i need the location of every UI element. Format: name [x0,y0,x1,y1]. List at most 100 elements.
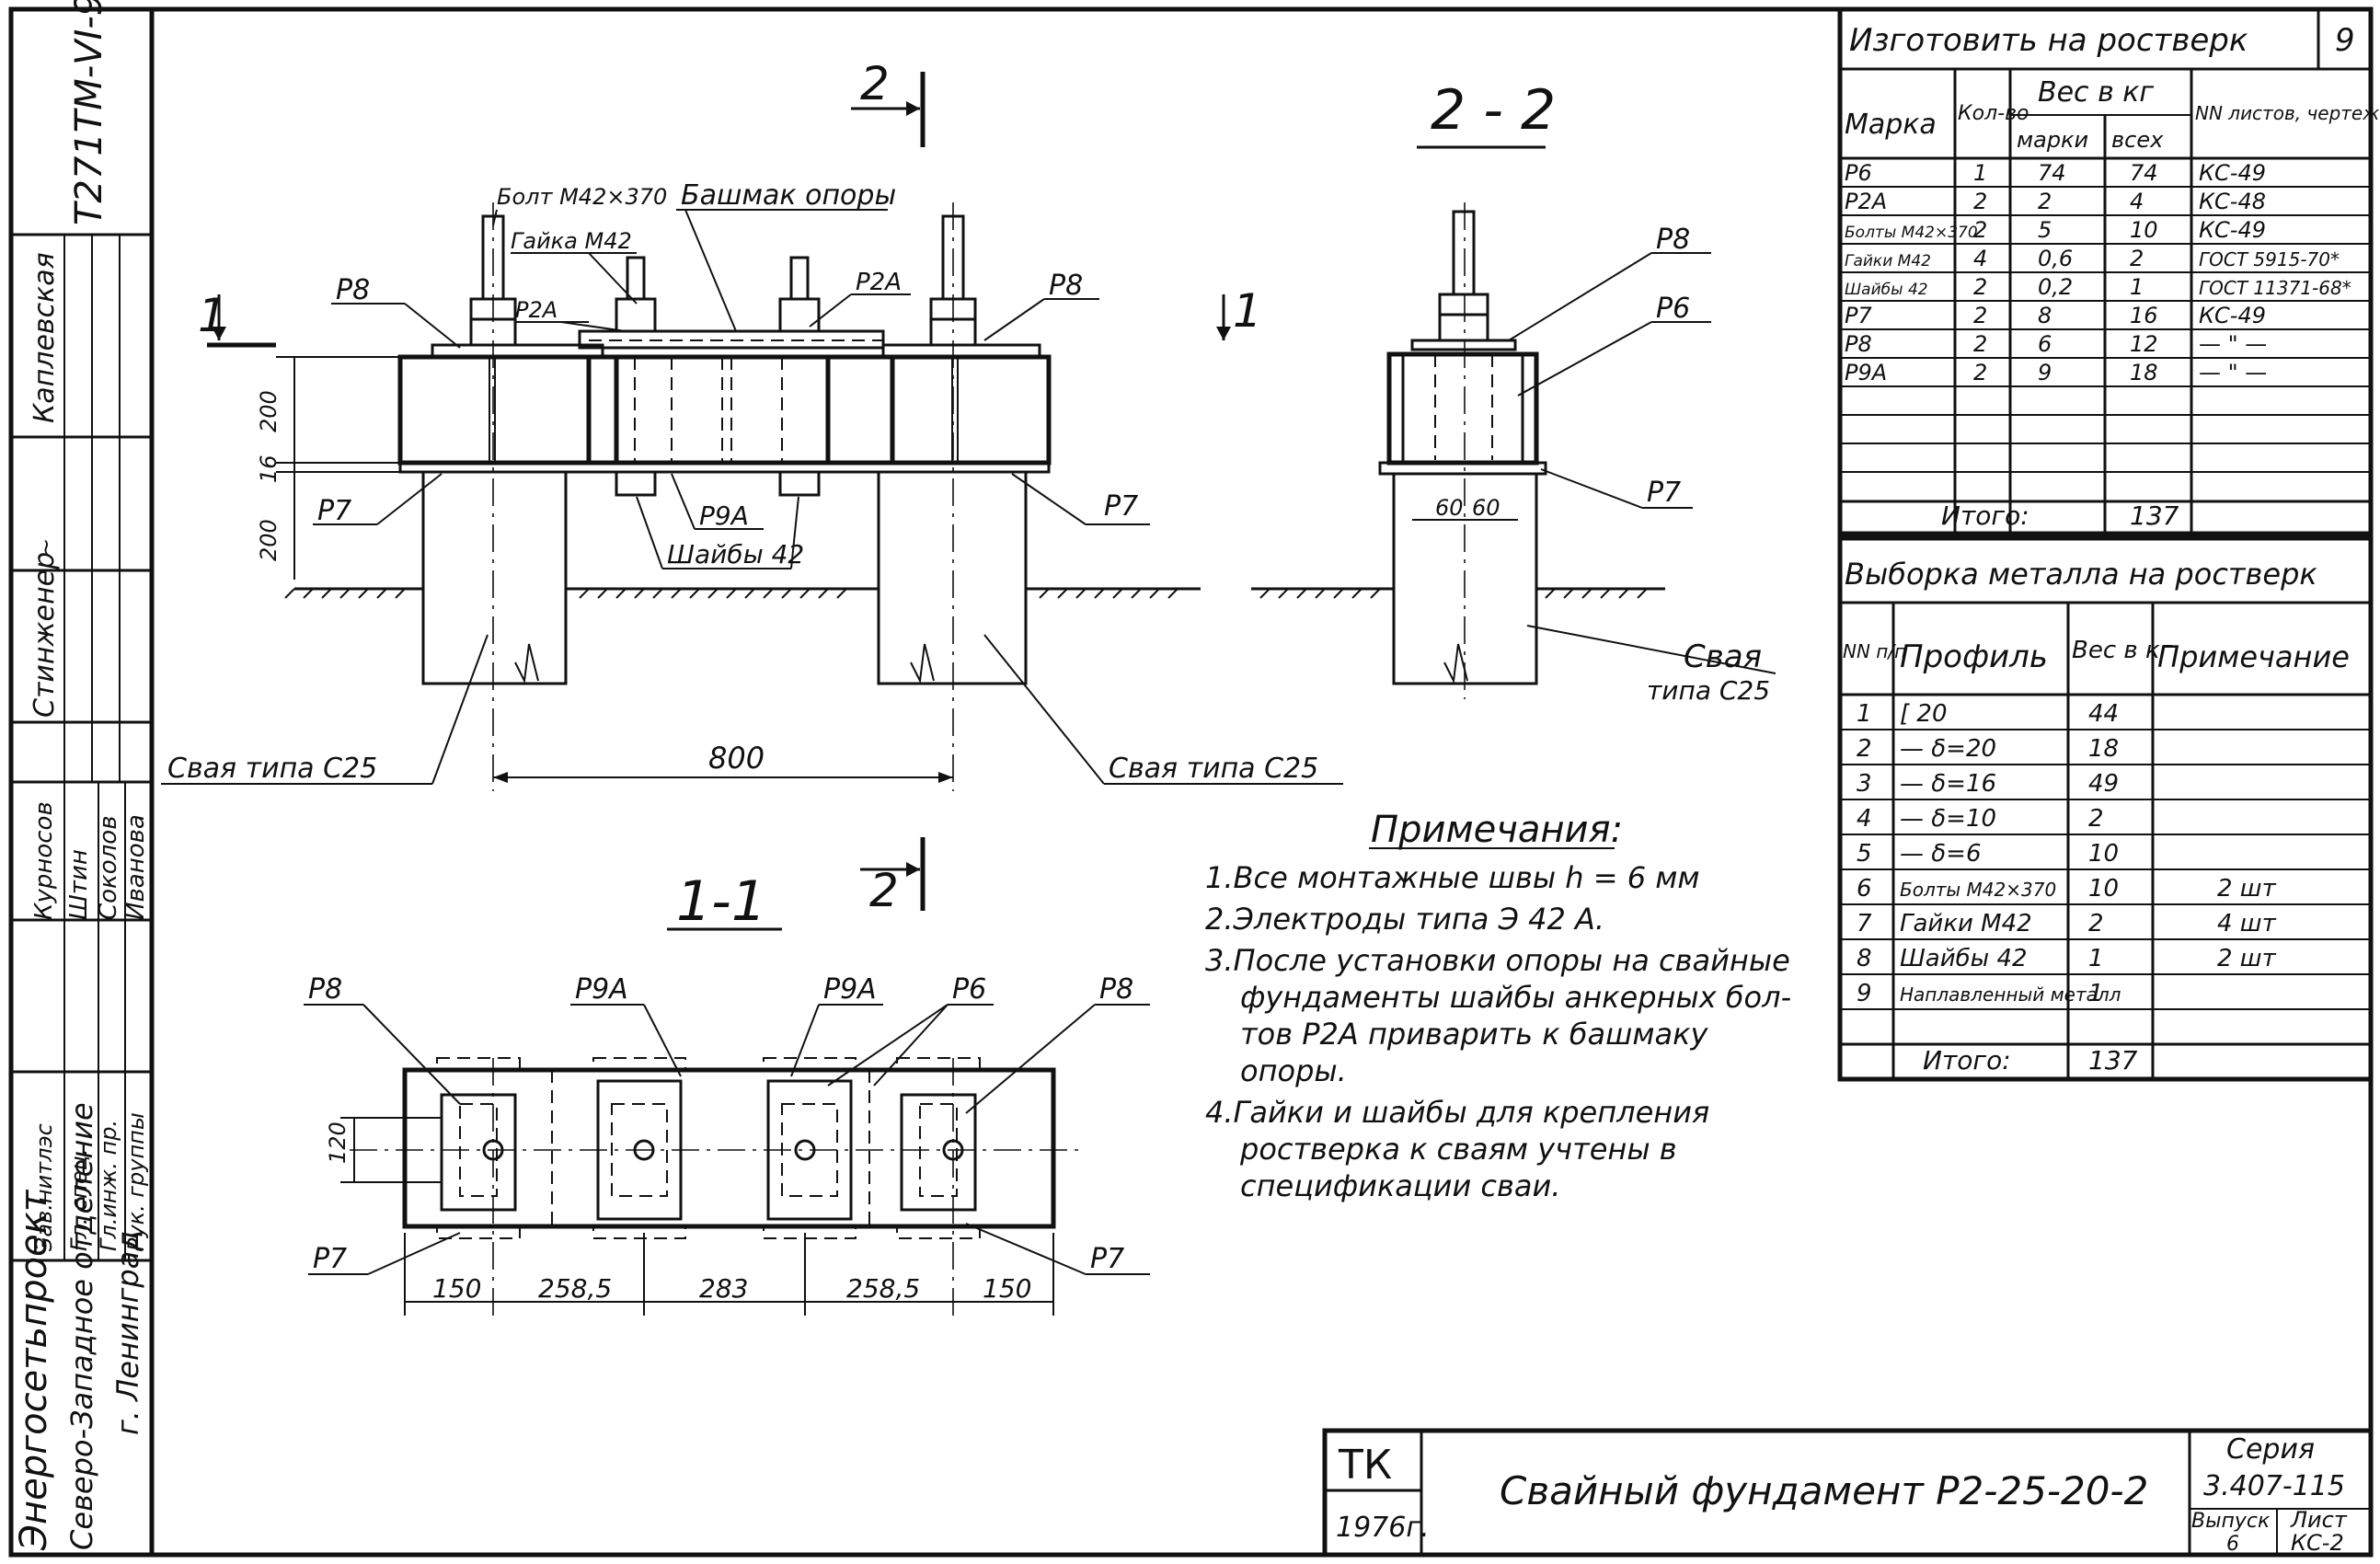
metal-cell: 44 [2088,700,2119,728]
label-shoe: Башмак опоры [681,179,896,212]
spec-head-sheets: NN листов, чертежей [2195,102,2380,124]
designation-label: Т271ТМ-VI-9 [68,0,110,225]
label-p2a-right: Р2А [856,269,902,296]
dim-200-bottom: 200 [256,519,282,561]
note-line-2: 3.После установки опоры на свайные [1205,943,1790,978]
section-2-2-title: 2 - 2 [1431,78,1556,143]
spec-cell: Гайки М42 [1845,252,1931,270]
front-view: 2 1 [161,57,1343,791]
metal-cell: — δ=20 [1900,735,1996,763]
spec-cell: Р8 [1845,331,1872,357]
note-line-6: 4.Гайки и шайбы для крепления [1205,1095,1709,1130]
metal-cell: — δ=16 [1900,770,1996,798]
metal-cell: 49 [2088,770,2119,798]
anchor-bolt-left [615,256,657,497]
spec-qty: 9 [2335,22,2355,59]
label-nut: Гайка М42 [511,228,632,254]
section-2-2: 2 - 2 1 60 60 Р8 Р6 Р7 Свая т [1216,78,1776,706]
metal-cell: 4 [1857,805,1872,833]
title-year: 1976г. [1336,1512,1430,1544]
spec-cell: КС-48 [2199,189,2266,214]
spec-cell: КС-49 [2199,303,2266,328]
spec-cell: 12 [2130,331,2158,357]
spec-head-count: Кол-во [1958,102,2029,125]
name-1: Штин [65,849,93,920]
note-line-5: опоры. [1240,1053,1347,1088]
signature-mark-1: ~ [33,538,59,557]
spec-cell: — " — [2199,331,2267,357]
dim-258-left: 258,5 [538,1273,612,1304]
spec-table: Изготовить на ростверк 9 Марка Кол-во Ве… [1837,6,2380,536]
spec-cell: 4 [2130,189,2144,214]
role-2: Гл.инж. пр. [96,1120,121,1251]
metal-cell: Наплавленный металл [1900,983,2121,1006]
spec-cell: Р6 [1845,160,1872,186]
metal-cell: Болты М42×370 [1900,879,2056,901]
spec-cell: 16 [2130,303,2158,328]
plan-outline [402,1067,1056,1229]
spec-cell: 2 [1973,331,1987,357]
title-code: ТК [1338,1442,1392,1489]
dim-60-a: 60 [1435,495,1464,521]
note-line-1: 2.Электроды типа Э 42 А. [1205,902,1604,937]
org-name: Энергосетьпроект [13,1189,55,1551]
spec-cell: 2 [1973,217,1987,243]
metal-head-profile: Профиль [1900,638,2048,675]
pile-right [877,470,1028,685]
bottom-title-block: ТК 1976г. Свайный фундамент Р2-25-20-2 С… [1322,1428,2374,1558]
label-p8-left: Р8 [336,274,370,306]
label-1-1-p8-left: Р8 [308,973,342,1006]
spec-cell: 2 [1973,189,1987,214]
spec-cell: 74 [2130,160,2158,186]
spec-cell: Шайбы 42 [1845,281,1928,299]
label-pile-right: Свая типа С25 [1109,753,1318,785]
spec-cell: 2 [1973,274,1987,300]
section-1-1: 1-1 2 [304,837,1150,1316]
spec-cell: 0,6 [2038,246,2073,271]
metal-cell: 5 [1857,840,1872,868]
label-washers: Шайбы 42 [667,539,804,569]
bolt-right [929,214,977,347]
spec-cell: КС-49 [2199,217,2266,243]
metal-cell: — δ=6 [1900,840,1982,868]
name-2: Соколов [95,815,122,920]
dim-800: 800 [708,741,765,776]
metal-cell: 6 [1857,875,1872,903]
dim-258-right: 258,5 [846,1273,920,1304]
dim-150-left: 150 [432,1273,481,1304]
beam-right [825,354,1052,466]
label-1-1-p8-right: Р8 [1099,973,1133,1006]
label-pile-left: Свая типа С25 [167,753,377,785]
label-1-1-p9a-left: Р9А [575,973,628,1006]
spec-head-mark: Марка [1845,109,1937,141]
metal-cell: 4 шт [2217,910,2277,937]
label-p8-right: Р8 [1049,270,1083,302]
spec-cell: 2 [2130,246,2144,271]
metal-cell: 3 [1857,770,1872,798]
label-2-2-p6: Р6 [1656,293,1690,325]
spec-cell: ГОСТ 11371-68* [2199,277,2351,299]
spec-total-label: Итого: [1941,500,2029,531]
spec-cell: Р2А [1845,189,1887,214]
notes-title: Примечания: [1371,809,1623,851]
note-line-3: фундаменты шайбы анкерных бол- [1240,980,1791,1015]
label-p7-right: Р7 [1104,490,1138,523]
spec-cell: 9 [2038,360,2052,385]
metal-cell: Гайки М42 [1900,910,2032,937]
metal-head-note: Примечание [2157,639,2350,674]
spec-cell: 6 [2038,331,2052,357]
metal-cell: [ 20 [1900,700,1948,728]
metal-cell: 2 [2088,805,2104,833]
metal-head-weight: Вес в кг [2072,637,2173,664]
spec-cell: 1 [1973,160,1987,186]
side-role-1: Каплевская [29,252,61,423]
spec-cell: Р7 [1845,303,1872,328]
side-role-0: Стинженер [29,552,61,718]
note-line-7: ростверка к сваям учтены в [1239,1132,1677,1167]
label-p2a-left: Р2А [515,297,558,323]
dim-16: 16 [256,454,282,483]
spec-cell: 5 [2038,217,2052,243]
spec-cell: 1 [2130,274,2144,300]
role-0: Зав.нитлэс [31,1123,57,1251]
